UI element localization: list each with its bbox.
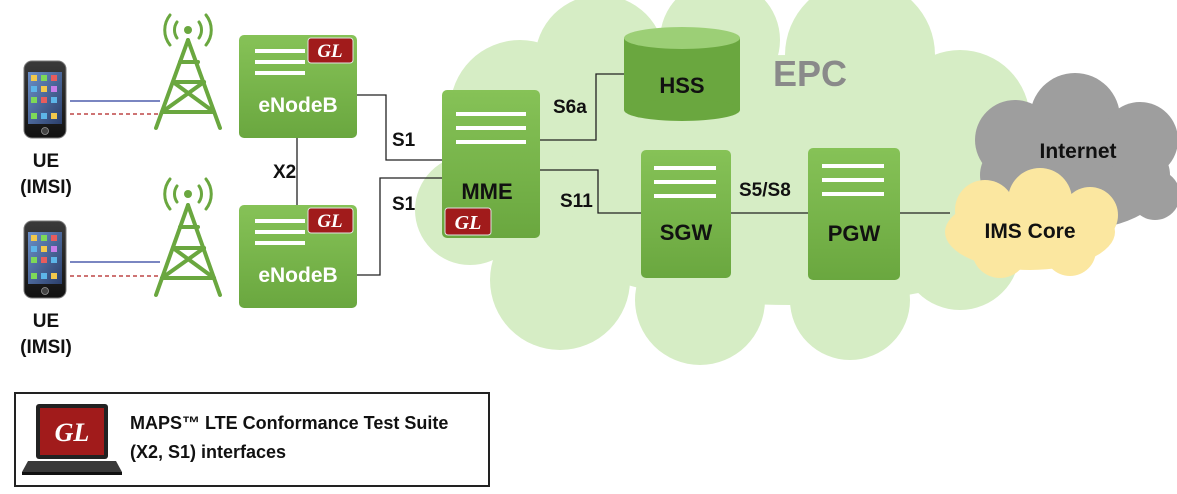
ue-bottom-phone-icon [23,220,67,299]
s1-top-label: S1 [392,130,416,151]
enodeb-bottom-node: GL eNodeB [239,205,357,308]
sgw-server-icon [654,166,716,198]
ims-core-cloud [945,168,1118,278]
pgw-node: PGW [808,148,900,280]
x2-label: X2 [273,162,296,183]
enodeb-bottom-gl-badge [307,207,354,234]
pgw-label: PGW [828,221,881,246]
s6a-link [540,73,625,141]
mme-label: MME [461,179,512,204]
legend-subtitle: (X2, S1) interfaces [130,442,286,462]
ue-top-label: UE [33,151,59,172]
internet-label: Internet [1039,140,1116,163]
laptop-icon: GL [22,404,122,475]
antenna-top-icon [154,13,222,130]
ue-bottom-imsi-label: (IMSI) [20,337,72,358]
mme-gl-text: GL [455,212,482,234]
sgw-label: SGW [660,220,713,245]
enodeb-bottom-server-icon [255,219,305,245]
hss-label: HSS [659,73,704,98]
enodeb-top-gl-badge [307,37,354,64]
ue-top-phone-icon [23,60,67,139]
enodeb-top-gl-text: GL [317,41,342,62]
enodeb-top-label: eNodeB [258,94,337,117]
enodeb-top-node: GL eNodeB [239,35,357,138]
legend-title: MAPS™ LTE Conformance Test Suite [130,413,448,433]
s11-link [540,169,641,214]
ims-core-label: IMS Core [984,220,1075,243]
mme-node: MME GL [442,90,540,238]
s1-bottom-label: S1 [392,194,416,215]
epc-label: EPC [773,53,847,94]
enodeb-bottom-label: eNodeB [258,264,337,287]
ue-top-imsi-label: (IMSI) [20,177,72,198]
legend-gl-text: GL [55,418,90,447]
ue-bottom-label: UE [33,311,59,332]
mme-gl-badge [444,207,492,236]
legend-box: GL MAPS™ LTE Conformance Test Suite (X2,… [14,392,490,487]
links [70,73,950,277]
s1-top-link [357,94,442,161]
s6a-label: S6a [553,97,587,118]
s11-label: S11 [560,191,593,212]
s5-s8-label: S5/S8 [739,180,791,201]
sgw-node: SGW [641,150,731,278]
hss-node: HSS [624,27,740,121]
enodeb-top-server-icon [255,49,305,75]
enodeb-bottom-gl-text: GL [317,211,342,232]
antenna-bottom-icon [154,177,222,297]
s1-bottom-link [357,177,442,276]
pgw-server-icon [822,164,884,196]
mme-server-icon [456,112,526,144]
